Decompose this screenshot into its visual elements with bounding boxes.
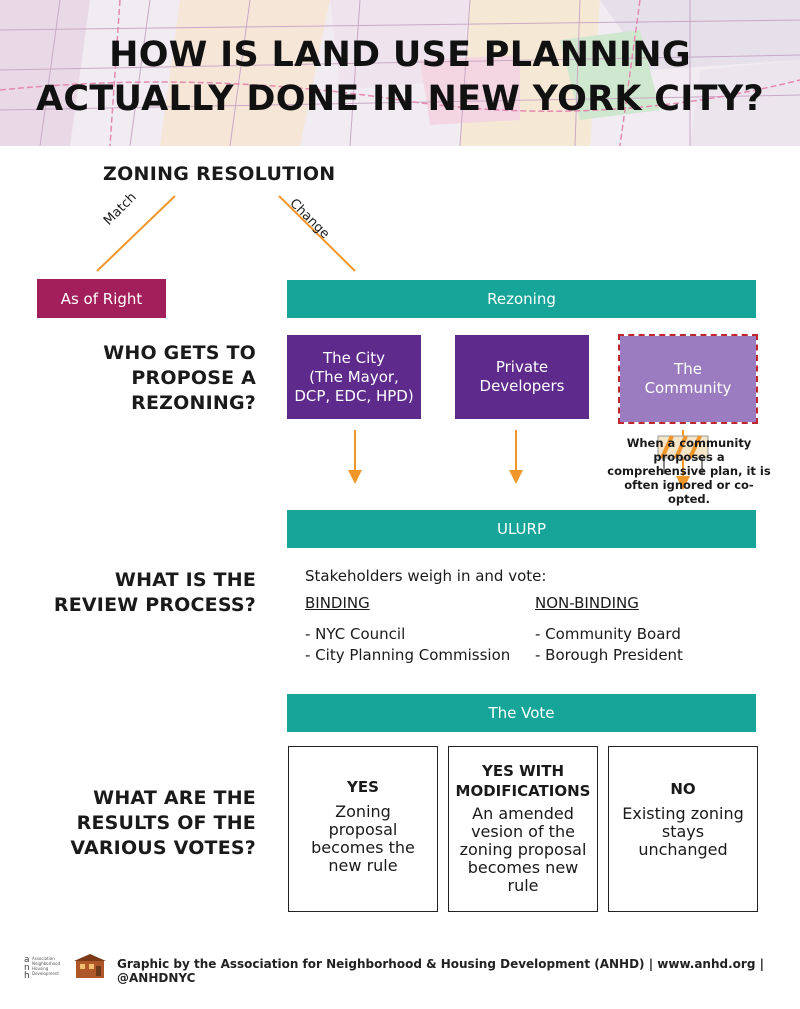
svg-text:Neighborhood: Neighborhood <box>32 961 61 966</box>
zoning-resolution-title: ZONING RESOLUTION <box>103 163 336 185</box>
binding-item: - City Planning Commission <box>305 646 511 664</box>
page-title: HOW IS LAND USE PLANNING ACTUALLY DONE I… <box>0 33 800 121</box>
header-banner: HOW IS LAND USE PLANNING ACTUALLY DONE I… <box>0 0 800 146</box>
result-modifications-box: YES WITH MODIFICATIONS An amended vesion… <box>448 746 598 912</box>
arrow-developers-icon <box>509 430 523 484</box>
result-heading: YES WITH MODIFICATIONS <box>455 762 591 800</box>
vote-bar: The Vote <box>287 694 756 732</box>
question-who-proposes: WHO GETS TO PROPOSE A REZONING? <box>103 341 256 416</box>
change-branch-line <box>278 195 356 272</box>
question-text: WHO GETS TO PROPOSE A REZONING? <box>103 342 256 414</box>
result-heading: YES <box>347 778 379 796</box>
binding-item: - NYC Council <box>305 625 406 643</box>
svg-text:Development: Development <box>32 971 59 976</box>
result-no-box: NO Existing zoning stays unchanged <box>608 746 758 912</box>
as-of-right-box: As of Right <box>37 279 166 318</box>
proposer-city-box: The City (The Mayor, DCP, EDC, HPD) <box>287 335 421 419</box>
zoning-map-background <box>0 0 800 146</box>
match-branch-line <box>96 195 176 272</box>
result-body: An amended vesion of the zoning proposal… <box>459 804 587 895</box>
anhd-logo: a n h Association Neighborhood Housing D… <box>24 954 106 980</box>
question-review-process: WHAT IS THE REVIEW PROCESS? <box>54 568 256 618</box>
proposer-community-box: The Community <box>618 334 758 424</box>
nonbinding-item: - Community Board <box>535 625 681 643</box>
result-heading: NO <box>670 780 696 798</box>
result-body: Existing zoning stays unchanged <box>622 804 744 859</box>
arrow-city-icon <box>348 430 362 484</box>
svg-text:h: h <box>24 971 30 980</box>
footer-credit: Graphic by the Association for Neighborh… <box>117 957 764 985</box>
rezoning-bar: Rezoning <box>287 280 756 318</box>
result-yes-box: YES Zoning proposal becomes the new rule <box>288 746 438 912</box>
question-text: WHAT ARE THE RESULTS OF THE VARIOUS VOTE… <box>70 787 256 859</box>
proposer-developers-box: Private Developers <box>455 335 589 419</box>
title-line-2: ACTUALLY DONE IN NEW YORK CITY? <box>35 79 765 119</box>
svg-text:Housing: Housing <box>32 966 49 971</box>
binding-heading: BINDING <box>305 594 370 612</box>
question-text: WHAT IS THE REVIEW PROCESS? <box>53 569 256 616</box>
nonbinding-item: - Borough President <box>535 646 683 664</box>
blocked-arrow-community-icon <box>657 430 709 490</box>
svg-text:n: n <box>24 963 30 973</box>
svg-text:Association: Association <box>32 956 55 961</box>
nonbinding-heading: NON-BINDING <box>535 594 639 612</box>
community-note: When a community proposes a comprehensiv… <box>607 436 771 506</box>
svg-text:a: a <box>24 955 30 965</box>
result-body: Zoning proposal becomes the new rule <box>311 802 415 875</box>
stakeholders-text: Stakeholders weigh in and vote: <box>305 567 547 585</box>
ulurp-bar: ULURP <box>287 510 756 548</box>
question-vote-results: WHAT ARE THE RESULTS OF THE VARIOUS VOTE… <box>70 786 256 861</box>
branch-lines <box>96 195 356 272</box>
title-line-1: HOW IS LAND USE PLANNING <box>109 35 691 75</box>
